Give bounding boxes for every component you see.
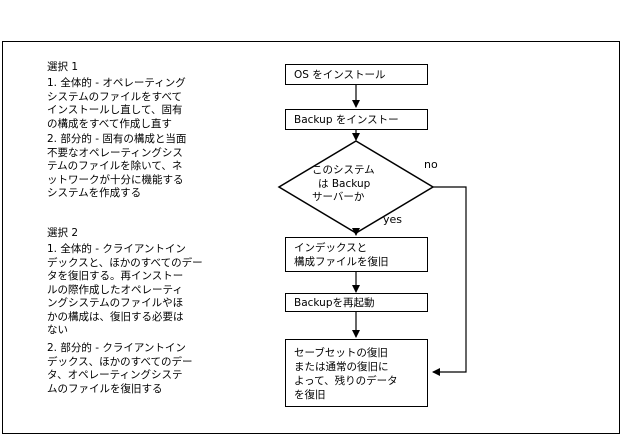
option1-item2: 2. 部分的 - 固有の構成と当面 不要なオペレーティングシス テムのファイルを… — [47, 133, 187, 199]
yes-label: yes — [383, 213, 403, 226]
option1-item1: 1. 全体的 - オペレーティング システムのファイルをすべて インストールし直… — [47, 77, 186, 130]
step-restore-remaining-data: セーブセットの復旧 または通常の復旧に よって、残りのデータ を復旧 — [285, 339, 428, 407]
no-branch-line — [432, 186, 467, 376]
step5-text: セーブセットの復旧 または通常の復旧に よって、残りのデータ を復旧 — [294, 347, 398, 401]
step-restart-backup: Backupを再起動 — [285, 293, 428, 312]
step3-text: インデックスと 構成ファイルを復旧 — [294, 242, 389, 268]
option2-item1: 1. 全体的 - クライアントイン デックスと、ほかのすべてのデー タを復旧する… — [47, 243, 203, 336]
step-install-backup: Backup をインストー — [285, 109, 428, 130]
no-label: no — [424, 158, 438, 171]
option1-heading: 選択 1 — [47, 61, 79, 73]
diagram-frame — [2, 41, 620, 434]
decision-text: このシステム は Backup サーバーか — [312, 164, 375, 203]
option2-heading: 選択 2 — [47, 227, 79, 239]
step-restore-index-config: インデックスと 構成ファイルを復旧 — [285, 237, 428, 272]
option2-item2: 2. 部分的 - クライアントイン デックス、ほかのすべてのデー タ、オペレーテ… — [47, 342, 193, 395]
step-install-os: OS をインストール — [285, 64, 428, 85]
